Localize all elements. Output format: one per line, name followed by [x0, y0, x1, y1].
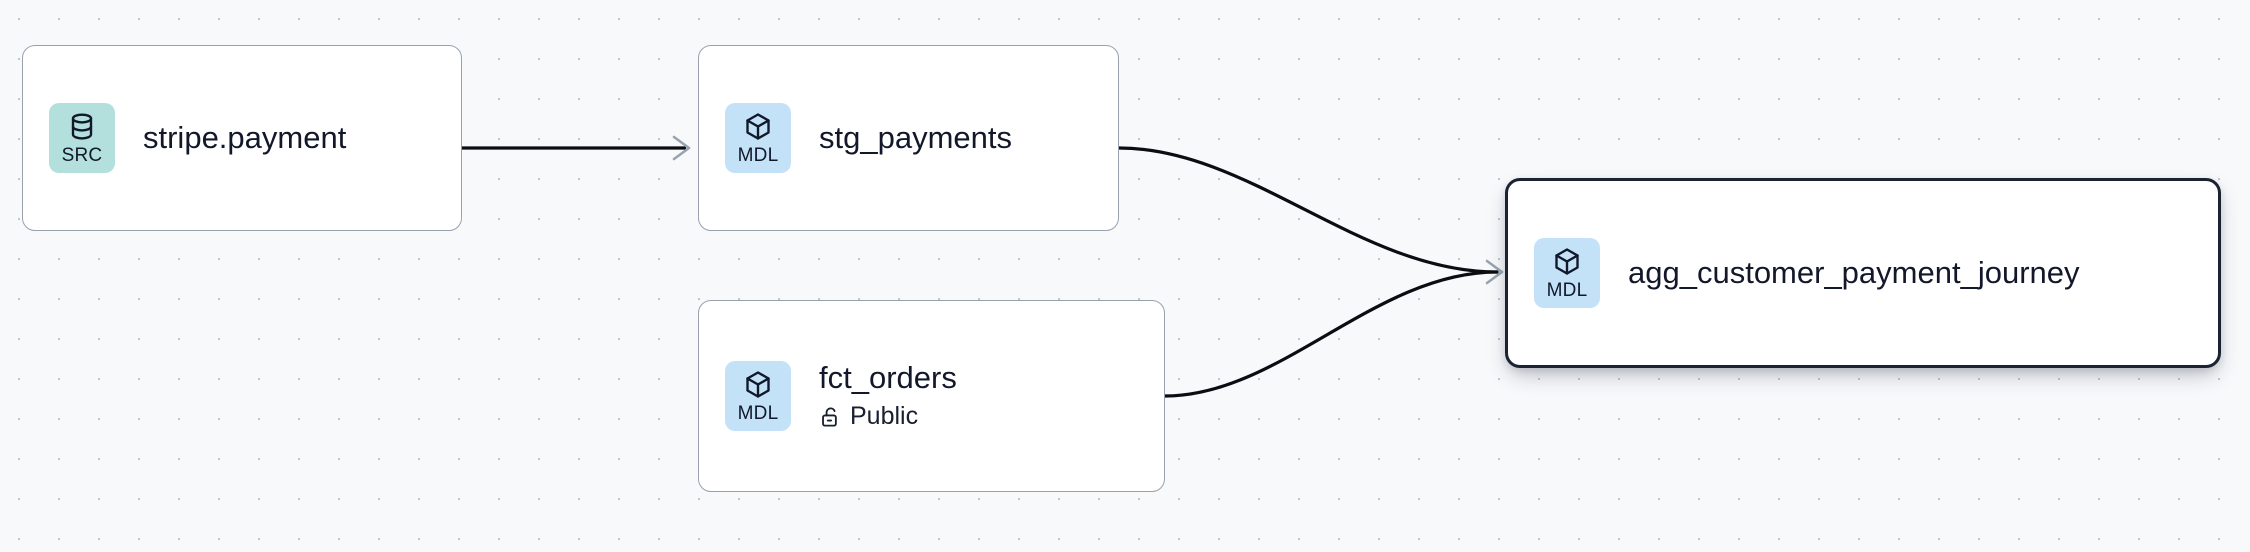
edge-stripe-payment-to-stg-payments [462, 135, 691, 161]
model-badge-label: MDL [737, 403, 779, 424]
source-badge: SRC [49, 103, 115, 173]
node-body: fct_orders Public [819, 361, 957, 430]
node-visibility: Public [819, 403, 957, 431]
arrowhead-icon [672, 135, 691, 161]
model-badge: MDL [725, 361, 791, 431]
cube-icon [746, 371, 770, 398]
node-title: stg_payments [819, 119, 1012, 155]
node-body: stg_payments [819, 119, 1012, 156]
model-badge: MDL [725, 103, 791, 173]
cube-icon [746, 113, 770, 140]
node-body: agg_customer_payment_journey [1628, 254, 2080, 291]
model-badge: MDL [1534, 238, 1600, 308]
source-badge-label: SRC [61, 145, 103, 166]
cube-icon [1555, 248, 1579, 275]
database-icon [71, 113, 93, 140]
arrowhead-icon [1485, 259, 1504, 285]
unlock-icon [822, 407, 837, 427]
node-title: fct_orders [819, 360, 957, 396]
node-visibility-label: Public [850, 402, 919, 431]
graph-node-agg-customer-payment-journey[interactable]: MDL agg_customer_payment_journey [1505, 178, 2221, 368]
node-title: stripe.payment [143, 119, 347, 155]
graph-node-fct-orders[interactable]: MDL fct_orders Public [698, 300, 1165, 492]
edge-stg-payments-to-agg-customer-payment-journey [1117, 146, 1499, 274]
graph-node-stripe-payment[interactable]: SRC stripe.payment [22, 45, 462, 231]
edge-fct-orders-to-agg-customer-payment-journey [1163, 270, 1499, 398]
graph-node-stg-payments[interactable]: MDL stg_payments [698, 45, 1119, 231]
model-badge-label: MDL [737, 145, 779, 166]
node-body: stripe.payment [143, 119, 347, 156]
model-badge-label: MDL [1546, 280, 1588, 301]
node-title: agg_customer_payment_journey [1628, 254, 2080, 290]
